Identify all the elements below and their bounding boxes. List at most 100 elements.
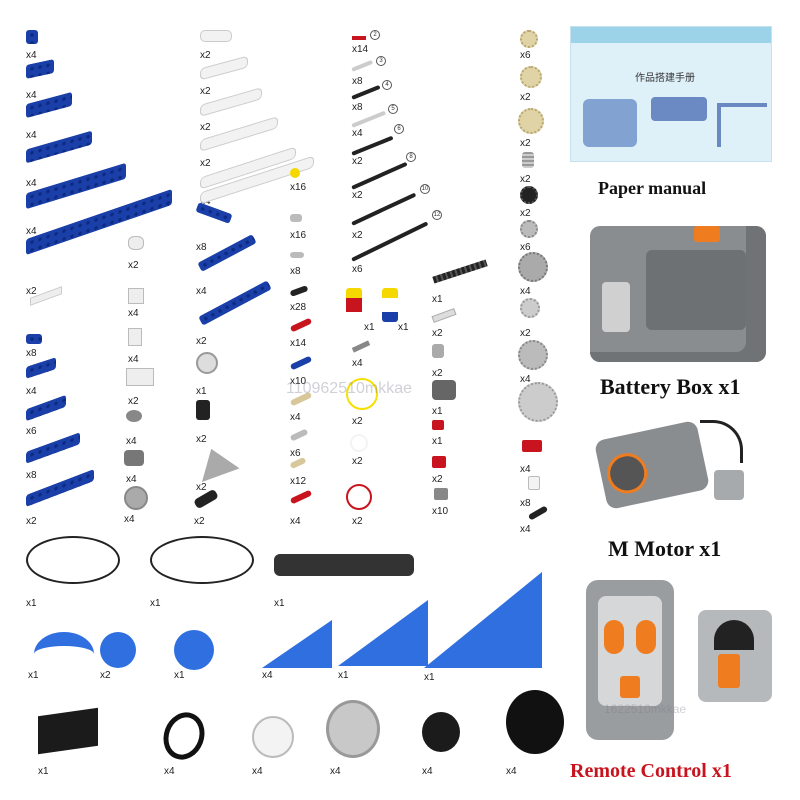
red-axle-pin: [289, 317, 313, 333]
black-brick: [38, 707, 98, 755]
quantity-label: x14: [352, 44, 369, 55]
quantity-label: x4: [290, 516, 301, 527]
blue-bent-beam: [198, 280, 272, 326]
black-tire-thin: [156, 706, 212, 766]
quantity-label: x28: [290, 302, 307, 313]
quantity-label: x4: [196, 286, 207, 297]
black-axle: [351, 84, 381, 100]
quantity-label: x4: [352, 128, 363, 139]
quantity-label: x4: [26, 130, 37, 141]
black-cable: [26, 536, 120, 584]
quantity-label: x4: [422, 766, 433, 777]
grey-gear: [518, 252, 548, 282]
minifigure-blue: [382, 288, 398, 322]
quantity-label: x2: [520, 138, 531, 149]
red-connector: [522, 440, 542, 452]
red-beam-short: [432, 456, 446, 468]
quantity-label: x4: [506, 766, 517, 777]
quantity-label: x4: [124, 514, 135, 525]
red-pin: [289, 489, 313, 505]
grey-rim: [326, 700, 380, 758]
quantity-label: x4: [26, 178, 37, 189]
grey-wheel-hub: [196, 352, 218, 374]
quantity-label: x4: [164, 766, 175, 777]
quantity-label: x2: [352, 516, 363, 527]
grey-triangle-plate: [192, 442, 240, 482]
quantity-label: x4: [352, 358, 363, 369]
quantity-label: x4: [330, 766, 341, 777]
grey-gear: [518, 340, 548, 370]
white-bush: [528, 476, 540, 490]
quantity-label: x4: [128, 354, 139, 365]
blue-bent-beam: [197, 234, 257, 272]
quantity-label: x4: [26, 50, 37, 61]
blue-triangle-plate: [262, 620, 332, 668]
quantity-label: x4: [252, 766, 263, 777]
quantity-label: x2: [26, 286, 37, 297]
gear-rack: [432, 259, 488, 284]
red-rubber-band: [346, 484, 372, 510]
quantity-label: x2: [520, 208, 531, 219]
m-motor-caption: M Motor x1: [608, 536, 722, 561]
quantity-label: x2: [196, 434, 207, 445]
blue-beam: [26, 334, 42, 344]
quantity-label: x1: [398, 322, 409, 333]
quantity-label: x2: [100, 670, 111, 681]
quantity-label: x16: [290, 182, 307, 193]
grey-angle-connector: [434, 488, 448, 500]
quantity-label: x2: [196, 482, 207, 493]
quantity-label: x8: [26, 470, 37, 481]
red-connector: [432, 420, 444, 430]
grey-gear: [520, 298, 540, 318]
quantity-label: x1: [338, 670, 349, 681]
grey-axle: [351, 110, 387, 128]
quantity-label: x2: [194, 516, 205, 527]
quantity-label: x1: [432, 436, 443, 447]
axle-length-marker: 6: [394, 124, 404, 134]
grey-rubber-part: [126, 410, 142, 422]
quantity-label: x4: [126, 474, 137, 485]
quantity-label: x4: [520, 464, 531, 475]
battery-connector: [602, 282, 630, 332]
ir-receiver-window: [714, 620, 754, 650]
quantity-label: x8: [520, 498, 531, 509]
manual-robot-illustration: [583, 99, 637, 147]
axle-length-marker: 8: [406, 152, 416, 162]
watermark: 110962510mkkae: [286, 380, 413, 397]
yellow-bush: [290, 168, 300, 178]
battery-box: [590, 226, 766, 362]
quantity-label: x8: [352, 102, 363, 113]
quantity-label: x1: [424, 672, 435, 683]
quantity-label: x4: [520, 286, 531, 297]
quantity-label: x1: [26, 598, 37, 609]
quantity-label: x6: [290, 448, 301, 459]
battery-box-panel: [646, 250, 746, 330]
axle-length-marker: 2: [370, 30, 380, 40]
remote-left-button-icon: [604, 620, 624, 654]
blue-pin: [289, 355, 313, 371]
blue-curved-plate: [34, 632, 94, 676]
quantity-label: x4: [126, 436, 137, 447]
black-large-tire: [506, 690, 564, 754]
quantity-label: x8: [196, 242, 207, 253]
grey-bush: [290, 214, 302, 222]
quantity-label: x8: [26, 348, 37, 359]
quantity-label: x2: [432, 328, 443, 339]
quantity-label: x1: [364, 322, 375, 333]
quantity-label: x6: [520, 50, 531, 61]
quantity-label: x4: [520, 524, 531, 535]
quantity-label: x4: [262, 670, 273, 681]
pulley-cable-assembly: [274, 554, 414, 576]
ir-receiver: [698, 610, 772, 702]
quantity-label: x4: [128, 308, 139, 319]
quantity-label: x2: [432, 368, 443, 379]
axle-length-marker: 10: [420, 184, 430, 194]
grey-gear: [520, 220, 538, 238]
quantity-label: x2: [128, 260, 139, 271]
paper-manual-caption: Paper manual: [598, 178, 707, 198]
grey-axle-pin: [351, 340, 371, 353]
blue-beam: [26, 357, 56, 379]
quantity-label: x4: [26, 90, 37, 101]
red-axle: [352, 36, 366, 40]
quantity-label: x2: [200, 86, 211, 97]
